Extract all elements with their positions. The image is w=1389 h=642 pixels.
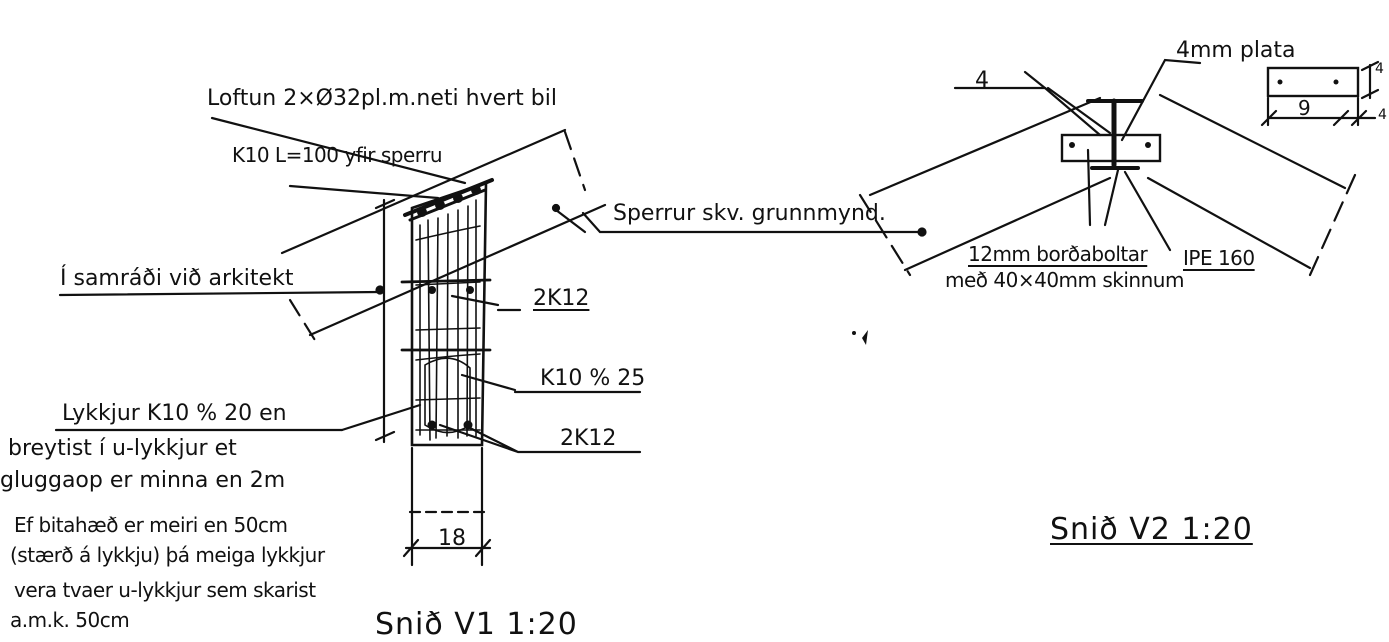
- v1-stirrup-label: K10 % 25: [540, 366, 646, 391]
- v1-rebar-top-label: 2K12: [533, 286, 590, 311]
- v2-weld-size-label: 4: [975, 68, 989, 93]
- v1-ef-line3: vera tvaer u-lykkjur sem skarist: [14, 578, 316, 602]
- v1-beam-section: [54, 116, 642, 567]
- v2-plate-thickness-dim: 4: [1378, 107, 1387, 123]
- v2-ipe-label: IPE 160: [1183, 246, 1255, 270]
- v2-sperrur-label: Sperrur skv. grunnmynd.: [613, 201, 886, 226]
- v1-k10-label: K10 L=100 yfir sperru: [232, 143, 443, 167]
- v2-plate-width-dim: 9: [1298, 96, 1311, 120]
- v2-steel-section: [551, 58, 1380, 277]
- v2-bolts-label-line2: með 40×40mm skinnum: [945, 268, 1184, 292]
- v1-ef-line2: (stærð á lykkju) þá meiga lykkjur: [10, 543, 325, 567]
- v1-ef-line4: a.m.k. 50cm: [10, 608, 130, 632]
- v2-plate-height-dim: 4: [1375, 61, 1384, 77]
- v1-ef-line1: Ef bitahæð er meiri en 50cm: [14, 513, 288, 537]
- v2-section-title: Snið V2 1:20: [1050, 512, 1253, 547]
- v1-section-title: Snið V1 1:20: [375, 607, 578, 642]
- v1-rebar-bottom-label: 2K12: [560, 426, 617, 451]
- v1-lykkjur-line3: gluggaop er minna en 2m: [0, 468, 286, 493]
- v1-loftun-label: Loftun 2×Ø32pl.m.neti hvert bil: [207, 86, 557, 111]
- v1-lykkjur-line2: breytist í u-lykkjur et: [8, 436, 237, 461]
- v2-plate-label: 4mm plata: [1176, 38, 1296, 63]
- v2-bolts-label-line1: 12mm borðaboltar: [968, 242, 1148, 266]
- v1-samradi-label: Í samráði við arkitekt: [60, 266, 294, 291]
- v1-width-dimension: 18: [438, 526, 466, 551]
- v1-lykkjur-line1: Lykkjur K10 % 20 en: [62, 401, 287, 426]
- stray-marks: [852, 330, 868, 345]
